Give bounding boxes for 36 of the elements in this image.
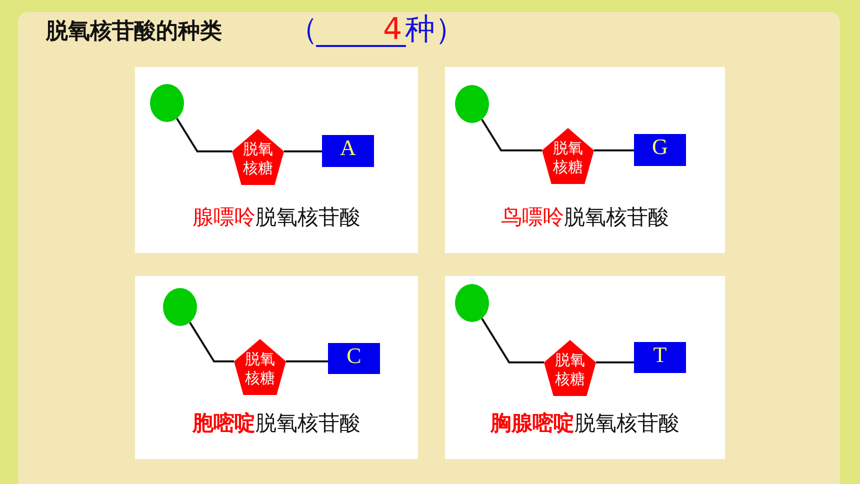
sugar-pentagon: 脱氧核糖	[232, 129, 284, 185]
phosphate-circle	[455, 284, 489, 322]
phosphate-circle	[150, 84, 184, 122]
caption-text: 脱氧核苷酸	[564, 205, 669, 229]
base-box: C	[328, 343, 380, 374]
connector-line	[594, 149, 634, 152]
connector-line	[596, 361, 634, 364]
title: 脱氧核苷酸的种类	[46, 18, 222, 46]
blank-answer: 4	[383, 12, 402, 48]
phosphate-circle	[163, 288, 197, 326]
connector-line	[176, 118, 232, 152]
base-name: 鸟嘌呤	[501, 205, 564, 229]
sugar-pentagon: 脱氧核糖	[234, 339, 286, 395]
connector-line	[284, 150, 322, 152]
base-name: 胸腺嘧啶	[490, 411, 574, 435]
caption-text: 脱氧核苷酸	[256, 205, 360, 229]
caption-text: 脱氧核苷酸	[256, 411, 360, 435]
connector-line	[189, 322, 234, 362]
connector-line	[481, 118, 542, 152]
card	[445, 276, 725, 459]
sugar-pentagon: 脱氧核糖	[542, 128, 594, 184]
card	[135, 276, 418, 459]
base-box: T	[634, 342, 686, 373]
caption-text: 脱氧核苷酸	[574, 411, 680, 435]
base-box: A	[322, 135, 374, 167]
blank-answer: 种）	[405, 12, 465, 48]
connector-line	[481, 318, 544, 364]
blank-answer: （	[288, 12, 318, 48]
sugar-pentagon: 脱氧核糖	[544, 340, 596, 396]
base-name: 腺嘌呤	[192, 205, 256, 229]
connector-line	[286, 360, 328, 362]
phosphate-circle	[455, 85, 489, 123]
card	[135, 67, 418, 253]
base-name: 胞嘧啶	[192, 411, 256, 435]
card	[445, 67, 725, 253]
base-box: G	[634, 134, 686, 166]
